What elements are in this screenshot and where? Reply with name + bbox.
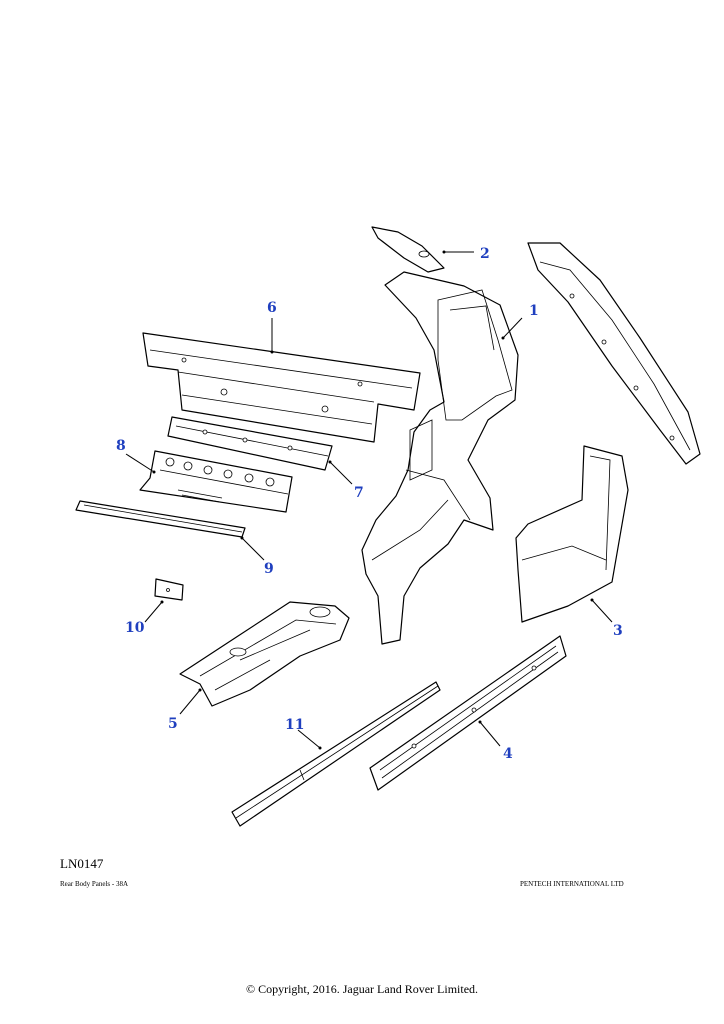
callout-9[interactable]: 9: [264, 561, 274, 577]
callout-6[interactable]: 6: [267, 300, 277, 316]
figure-caption: Rear Body Panels - 38A: [60, 880, 129, 888]
part-4-sill-panel[interactable]: [369, 635, 567, 791]
callout-7[interactable]: 7: [354, 485, 364, 501]
leader-lines: [125, 250, 613, 750]
part-5-floor-pan[interactable]: [179, 601, 350, 707]
copyright-notice: © Copyright, 2016. Jaguar Land Rover Lim…: [245, 982, 479, 996]
callout-4[interactable]: 4: [503, 746, 513, 762]
figure-code: LN0147: [60, 856, 104, 871]
publisher-label: PENTECH INTERNATIONAL LTD: [520, 880, 624, 888]
callout-11[interactable]: 11: [285, 717, 304, 733]
callout-10[interactable]: 10: [125, 620, 145, 636]
part-10-bracket[interactable]: [154, 578, 184, 601]
part-c-pillar-rail[interactable]: [527, 242, 701, 465]
callout-2[interactable]: 2: [480, 246, 490, 262]
callout-8[interactable]: 8: [116, 438, 126, 454]
part-9-strip[interactable]: [75, 500, 246, 538]
part-2-upper-bracket[interactable]: [371, 226, 445, 273]
part-3-quarter-panel[interactable]: [515, 445, 629, 623]
callout-5[interactable]: 5: [168, 716, 178, 732]
part-11-sill-reinforcement[interactable]: [231, 681, 441, 827]
callout-3[interactable]: 3: [613, 623, 623, 639]
part-7-cross-brace[interactable]: [167, 416, 333, 471]
part-6-rear-panel[interactable]: [142, 332, 421, 443]
callout-1[interactable]: 1: [529, 303, 539, 319]
part-8-floor-panel[interactable]: [139, 450, 293, 513]
part-1-side-inner-panel[interactable]: [361, 271, 519, 645]
